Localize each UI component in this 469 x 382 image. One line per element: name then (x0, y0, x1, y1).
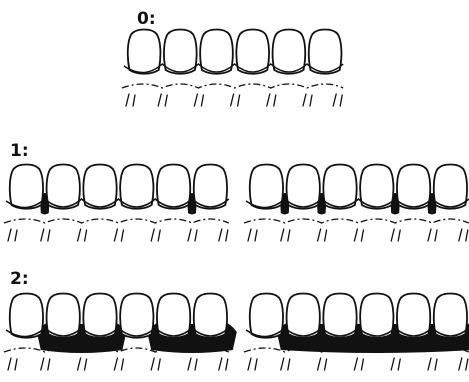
tooth-4 (360, 165, 393, 209)
teeth-row-grade-1-right (244, 165, 469, 242)
root-stroke-1 (281, 229, 290, 241)
tooth-5 (157, 165, 190, 209)
root-stroke-1 (158, 94, 167, 106)
tooth-1 (10, 165, 43, 209)
root-stroke-5 (303, 94, 312, 106)
root-stroke-3 (114, 358, 123, 370)
root-stroke-2 (78, 229, 87, 241)
teeth-row-grade-2-left (4, 294, 237, 371)
root-stroke-4 (151, 229, 160, 241)
root-stroke-2 (78, 358, 87, 370)
root-stroke-4 (151, 358, 160, 370)
tooth-5 (273, 30, 306, 74)
tooth-2 (47, 294, 80, 338)
root-stroke-0 (8, 229, 17, 241)
tooth-4 (360, 294, 393, 338)
tooth-2 (287, 165, 320, 209)
root-stroke-5 (428, 358, 437, 370)
root-stroke-5 (188, 358, 197, 370)
root-stroke-0 (8, 358, 17, 370)
grade-label-0: 0: (137, 9, 156, 29)
tooth-1 (128, 30, 161, 74)
tooth-6 (434, 294, 467, 338)
root-stroke-6 (459, 358, 468, 370)
tooth-4 (120, 165, 153, 209)
tooth-3 (323, 165, 356, 209)
root-stroke-3 (114, 229, 123, 241)
tooth-5 (397, 294, 430, 338)
tooth-6 (194, 294, 227, 338)
tooth-1 (10, 294, 43, 338)
tooth-3 (83, 165, 116, 209)
grade-label-1: 1: (10, 141, 29, 161)
tooth-6 (309, 30, 342, 74)
teeth-row-grade-1-left (4, 165, 229, 242)
root-stroke-4 (391, 229, 400, 241)
tooth-3 (323, 294, 356, 338)
root-stroke-2 (318, 358, 327, 370)
tooth-6 (434, 165, 467, 209)
root-stroke-1 (281, 358, 290, 370)
tooth-2 (287, 294, 320, 338)
root-stroke-1 (41, 229, 50, 241)
root-stroke-3 (354, 358, 363, 370)
root-stroke-6 (219, 358, 228, 370)
tooth-1 (250, 165, 283, 209)
tooth-5 (397, 165, 430, 209)
gum-contour-line (122, 84, 343, 88)
root-stroke-6 (333, 94, 342, 106)
tooth-3 (83, 294, 116, 338)
root-stroke-0 (248, 358, 257, 370)
root-stroke-5 (188, 229, 197, 241)
root-stroke-0 (248, 229, 257, 241)
root-stroke-6 (219, 229, 228, 241)
tooth-3 (200, 30, 233, 74)
tooth-4 (236, 30, 269, 74)
root-stroke-5 (428, 229, 437, 241)
root-stroke-6 (459, 229, 468, 241)
tooth-2 (47, 165, 80, 209)
tooth-1 (250, 294, 283, 338)
teeth-row-grade-2-right (244, 294, 469, 371)
root-stroke-3 (354, 229, 363, 241)
root-stroke-2 (194, 94, 203, 106)
root-stroke-2 (318, 229, 327, 241)
tooth-2 (164, 30, 197, 74)
teeth-row-grade-0 (122, 30, 343, 107)
gum-contour-line (4, 219, 229, 223)
gum-contour-line (244, 219, 469, 223)
root-stroke-1 (41, 358, 50, 370)
root-stroke-3 (231, 94, 240, 106)
tooth-5 (157, 294, 190, 338)
root-stroke-4 (391, 358, 400, 370)
root-stroke-0 (126, 94, 135, 106)
grade-label-2: 2: (10, 269, 29, 289)
tooth-6 (194, 165, 227, 209)
root-stroke-4 (267, 94, 276, 106)
tooth-4 (120, 294, 153, 338)
